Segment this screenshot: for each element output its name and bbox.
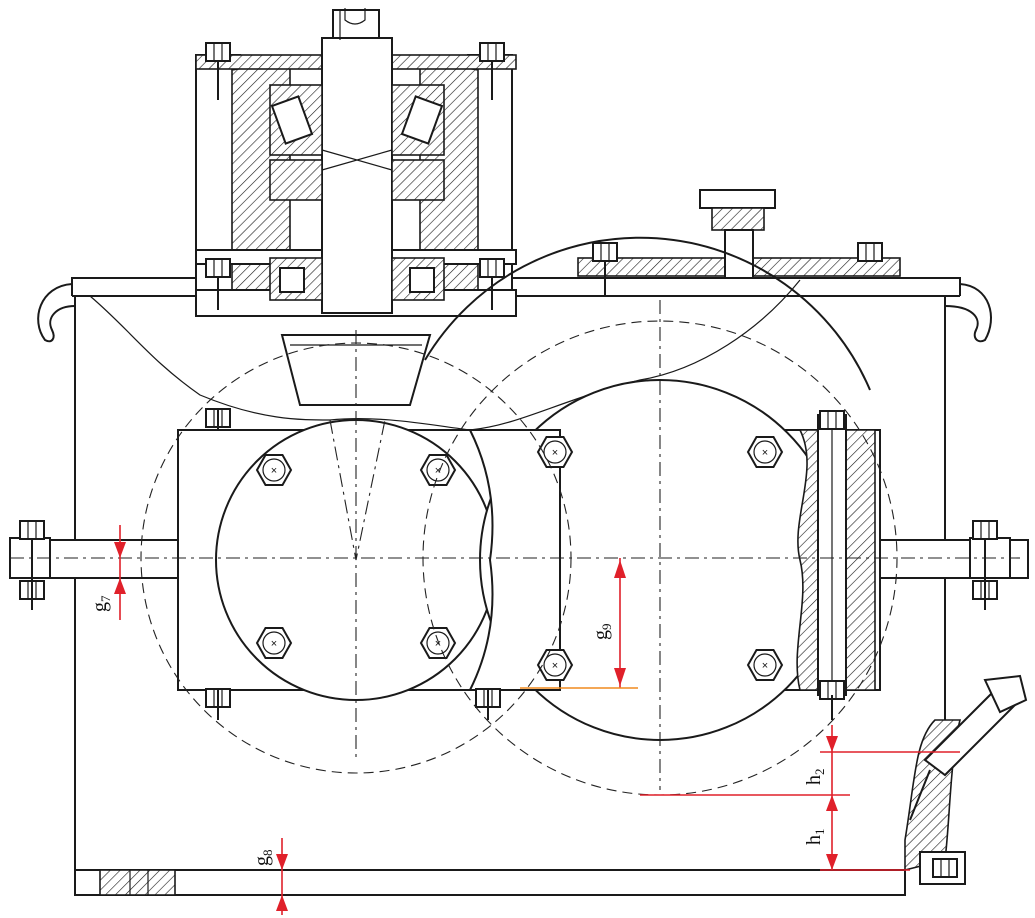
dimension-g9: g9 [520, 558, 638, 689]
breather-cover [577, 189, 901, 295]
bearing-housing [195, 8, 517, 317]
dimension-h2: h2 [640, 725, 960, 820]
label-g7: g7 [89, 595, 113, 612]
split-flanges [9, 520, 1029, 610]
dimension-g7: g7 [89, 525, 126, 620]
label-h1: h1 [803, 829, 827, 846]
bearing-bosses [177, 379, 881, 741]
dimension-h1: h1 [803, 820, 910, 871]
label-g8: g8 [251, 850, 275, 867]
label-h2: h2 [803, 769, 827, 786]
dimension-g8: g8 [251, 838, 288, 915]
label-g9: g9 [590, 624, 614, 641]
oil-dipstick [909, 674, 1028, 885]
